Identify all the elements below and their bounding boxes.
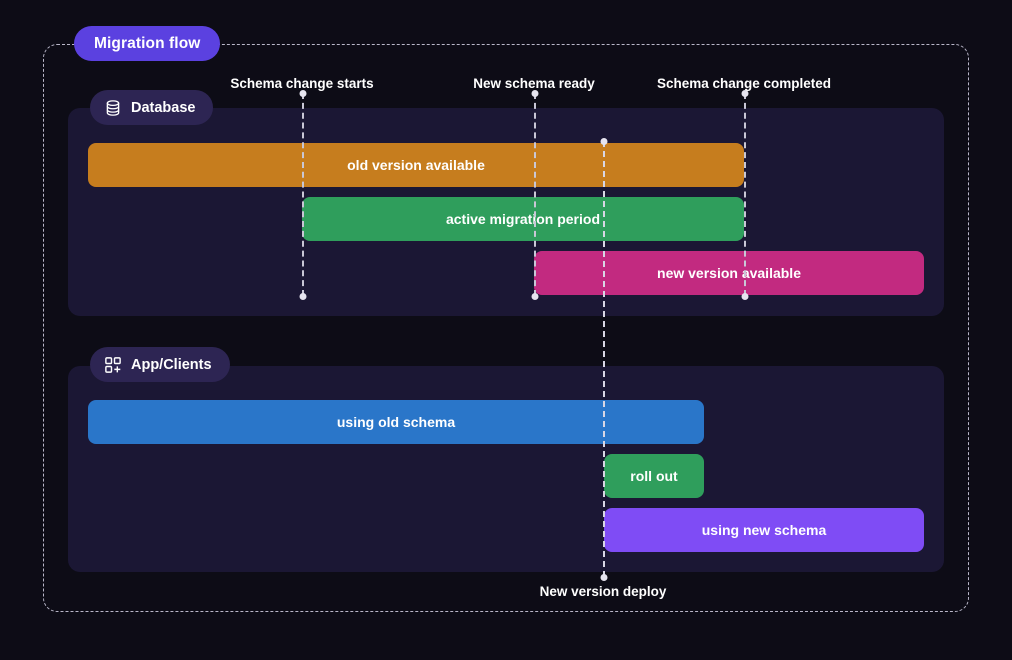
- milestone-dot-2-0: [741, 89, 749, 97]
- bar-label: active migration period: [445, 211, 601, 227]
- bar-label: old version available: [347, 157, 485, 173]
- milestone-label-0: Schema change starts: [230, 76, 374, 91]
- bar-app-clients-0[interactable]: using old schema: [88, 400, 704, 444]
- milestone-line-0: [302, 93, 304, 296]
- deploy-marker-dot-1: [600, 573, 608, 581]
- lane-badge-app-clients[interactable]: App/Clients: [90, 347, 230, 382]
- milestone-label-2: Schema change completed: [656, 76, 832, 91]
- lane-badge-database[interactable]: Database: [90, 90, 214, 125]
- diagram-title: Migration flow: [94, 34, 201, 52]
- bar-database-1[interactable]: active migration period: [302, 197, 744, 241]
- milestone-dot-2-1: [741, 292, 749, 300]
- bar-database-0[interactable]: old version available: [88, 143, 744, 187]
- milestone-line-2: [744, 93, 746, 296]
- deploy-marker-label: New version deploy: [539, 584, 667, 599]
- milestone-label-1: New schema ready: [473, 76, 595, 91]
- milestone-line-1: [534, 93, 536, 296]
- bar-app-clients-2[interactable]: using new schema: [604, 508, 924, 552]
- diagram-title-badge: Migration flow: [74, 26, 221, 61]
- lane-label-database: Database: [131, 99, 196, 116]
- bar-label: using old schema: [336, 414, 456, 430]
- milestone-dot-0-1: [299, 292, 307, 300]
- milestone-dot-1-0: [531, 89, 539, 97]
- diagram-frame: [43, 44, 969, 612]
- deploy-marker-dot-0: [600, 137, 608, 145]
- database-icon: [104, 99, 122, 117]
- deploy-marker-line: [603, 141, 605, 577]
- bar-label: roll out: [630, 468, 678, 484]
- bar-app-clients-1[interactable]: roll out: [604, 454, 704, 498]
- milestone-dot-0-0: [299, 89, 307, 97]
- bar-label: using new schema: [701, 522, 827, 538]
- lane-label-app-clients: App/Clients: [131, 356, 212, 373]
- bar-database-2[interactable]: new version available: [534, 251, 924, 295]
- milestone-dot-1-1: [531, 292, 539, 300]
- bar-label: new version available: [657, 265, 801, 281]
- apps-plus-icon: [104, 356, 122, 374]
